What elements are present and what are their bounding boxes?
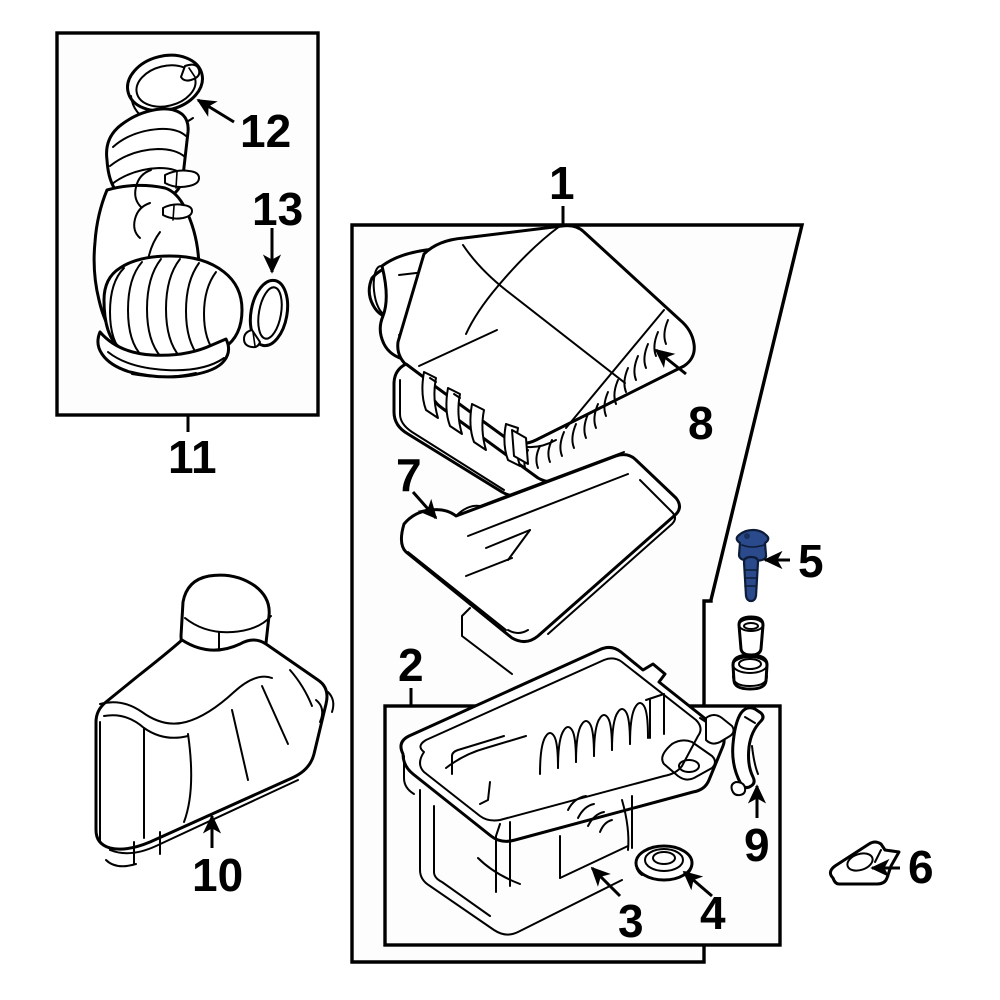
- leader-7: [411, 491, 438, 520]
- callout-5[interactable]: 5: [798, 535, 824, 587]
- callout-11[interactable]: 11: [168, 431, 217, 483]
- callout-7[interactable]: 7: [396, 449, 422, 501]
- part-air-cleaner-housing-lower: [399, 645, 735, 936]
- callout-10[interactable]: 10: [192, 849, 244, 901]
- part-air-intake-hose: [92, 107, 244, 379]
- part-air-inlet-duct: [94, 573, 335, 868]
- leader-8: [654, 348, 687, 376]
- part-insulator-grommet: [634, 844, 694, 882]
- callout-8[interactable]: 8: [688, 397, 714, 449]
- part-hose-clip-bracket: [730, 706, 765, 797]
- callout-1[interactable]: 1: [549, 157, 575, 209]
- leader-3: [590, 866, 622, 898]
- part-mounting-bolt: [735, 528, 770, 603]
- callout-4[interactable]: 4: [700, 887, 726, 939]
- callout-2[interactable]: 2: [398, 639, 424, 691]
- callout-9[interactable]: 9: [744, 819, 770, 871]
- callout-12[interactable]: 12: [240, 105, 292, 157]
- callout-13[interactable]: 13: [252, 183, 304, 235]
- leader-12: [196, 98, 235, 124]
- callout-3[interactable]: 3: [618, 895, 644, 947]
- leader-4: [682, 870, 713, 898]
- part-hose-clamp-small: [243, 278, 290, 349]
- callout-6[interactable]: 6: [908, 841, 934, 893]
- leader-lines: [196, 98, 900, 898]
- part-bushing-sleeve: [731, 615, 769, 691]
- part-bracket-plate: [828, 840, 901, 886]
